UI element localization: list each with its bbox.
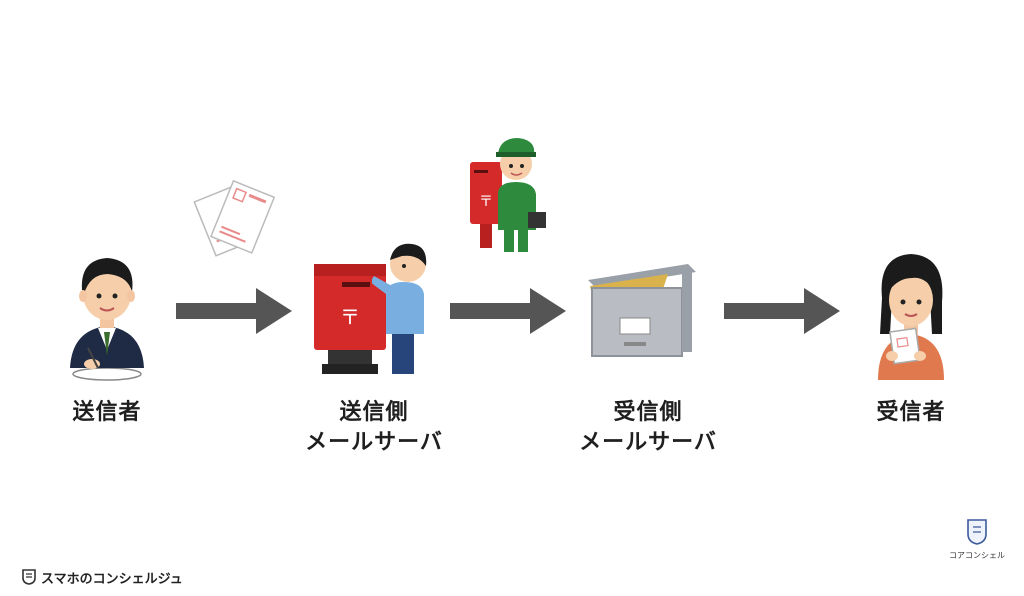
sender-label: 送信者 xyxy=(72,400,142,425)
businessman-writing-icon xyxy=(70,258,144,381)
mailbox-icon xyxy=(588,264,696,357)
svg-text:〒: 〒 xyxy=(340,305,360,329)
brand-right-text: コアコンシェル xyxy=(949,551,1005,560)
shield-logo-icon xyxy=(22,569,36,585)
shield-logo-icon xyxy=(967,519,987,545)
letters-icon xyxy=(193,179,276,257)
svg-text:〒: 〒 xyxy=(479,194,493,210)
brand-left-text: スマホのコンシェルジュ xyxy=(41,571,183,587)
footer-brand-left: スマホのコンシェルジュ xyxy=(22,566,183,588)
boy-posting-icon xyxy=(372,243,427,374)
footer-brand-right: コアコンシェル xyxy=(942,518,1012,561)
postman-icon: 〒 xyxy=(470,138,546,252)
arrow-right-icon xyxy=(176,288,292,334)
postbox-icon: 〒 xyxy=(314,264,386,374)
receiver-server-label: 受信側 メールサーバ xyxy=(579,400,717,455)
arrow-right-icon xyxy=(724,288,840,334)
woman-reading-icon xyxy=(878,254,944,380)
arrow-right-icon xyxy=(450,288,566,334)
receiver-label: 受信者 xyxy=(876,400,946,425)
sender-server-label: 送信側 メールサーバ xyxy=(305,400,443,455)
